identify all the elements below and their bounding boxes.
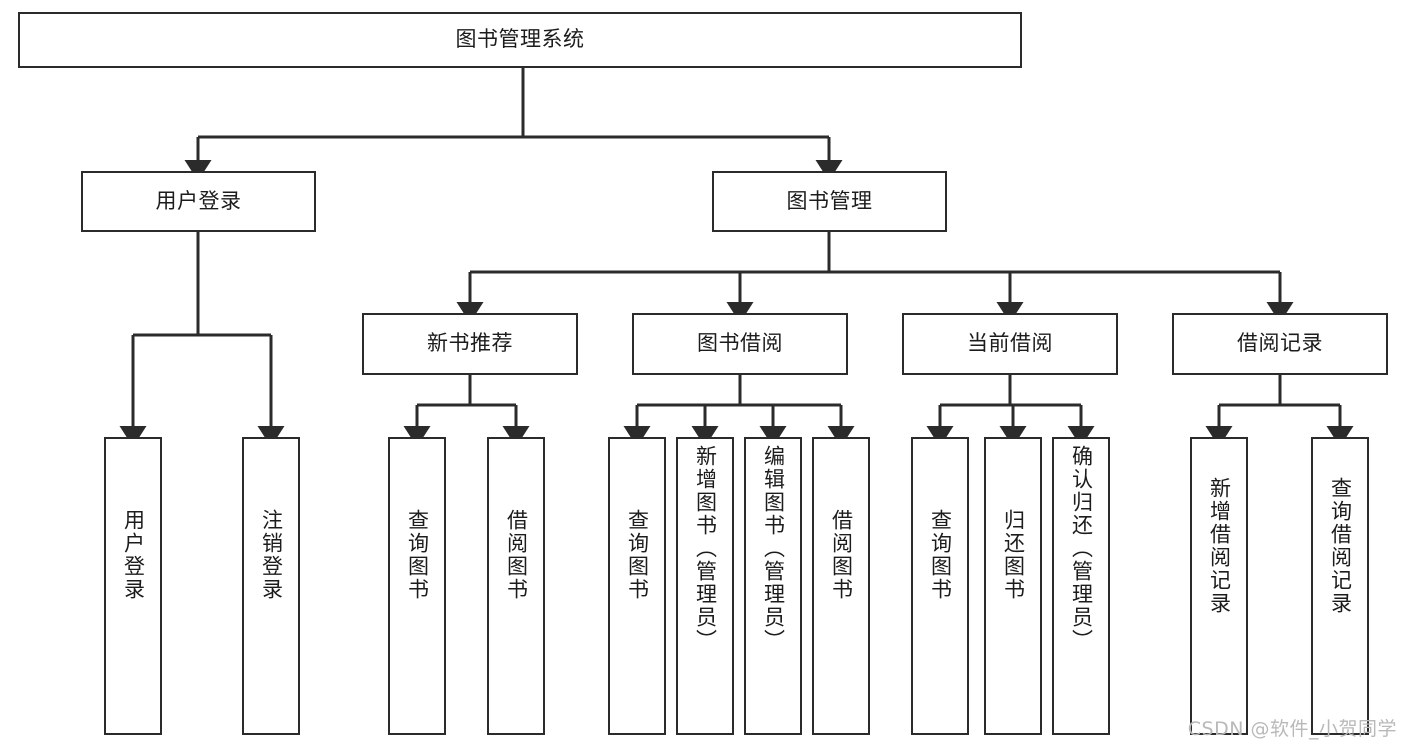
node-leaf-1-label: 注销登录	[259, 509, 284, 601]
node-leaf-11[interactable]: 新增借阅记录	[1190, 437, 1248, 735]
node-leaf-10-label: 确认归还（管理员）	[1069, 445, 1094, 652]
node-leaf-8[interactable]: 查询图书	[911, 437, 969, 735]
node-level2-0-label: 新书推荐	[427, 331, 513, 356]
node-leaf-0-label: 用户登录	[121, 509, 146, 601]
node-leaf-5[interactable]: 新增图书（管理员）	[676, 437, 734, 735]
node-level2-0[interactable]: 新书推荐	[362, 313, 578, 375]
node-leaf-6[interactable]: 编辑图书（管理员）	[744, 437, 802, 735]
node-level2-3[interactable]: 借阅记录	[1172, 313, 1388, 375]
node-level2-2[interactable]: 当前借阅	[902, 313, 1118, 375]
node-leaf-2[interactable]: 查询图书	[388, 437, 446, 735]
node-level1-0[interactable]: 用户登录	[81, 171, 316, 232]
node-root-system-label: 图书管理系统	[455, 27, 585, 52]
node-level2-1-label: 图书借阅	[697, 331, 783, 356]
node-leaf-2-label: 查询图书	[405, 509, 430, 601]
node-leaf-8-label: 查询图书	[928, 509, 953, 601]
node-level2-3-label: 借阅记录	[1237, 331, 1323, 356]
node-leaf-7[interactable]: 借阅图书	[812, 437, 870, 735]
node-leaf-12-label: 查询借阅记录	[1328, 477, 1353, 615]
csdn-watermark: CSDN @软件_小贺同学	[1187, 718, 1397, 740]
node-level1-1[interactable]: 图书管理	[712, 171, 947, 232]
node-leaf-12[interactable]: 查询借阅记录	[1311, 437, 1369, 735]
node-leaf-6-label: 编辑图书（管理员）	[761, 445, 786, 652]
node-root-system[interactable]: 图书管理系统	[18, 12, 1022, 68]
node-leaf-7-label: 借阅图书	[829, 509, 854, 601]
node-level1-0-label: 用户登录	[155, 188, 242, 213]
node-leaf-1[interactable]: 注销登录	[242, 437, 300, 735]
node-leaf-5-label: 新增图书（管理员）	[693, 445, 718, 652]
node-level2-2-label: 当前借阅	[967, 331, 1053, 356]
node-level2-1[interactable]: 图书借阅	[632, 313, 848, 375]
node-leaf-9[interactable]: 归还图书	[984, 437, 1042, 735]
node-level1-1-label: 图书管理	[786, 188, 873, 213]
node-leaf-4-label: 查询图书	[625, 509, 650, 601]
node-leaf-0[interactable]: 用户登录	[104, 437, 162, 735]
node-leaf-10[interactable]: 确认归还（管理员）	[1052, 437, 1110, 735]
node-leaf-3-label: 借阅图书	[504, 509, 529, 601]
node-leaf-3[interactable]: 借阅图书	[487, 437, 545, 735]
node-leaf-11-label: 新增借阅记录	[1207, 477, 1232, 615]
node-leaf-9-label: 归还图书	[1001, 509, 1026, 601]
node-leaf-4[interactable]: 查询图书	[608, 437, 666, 735]
